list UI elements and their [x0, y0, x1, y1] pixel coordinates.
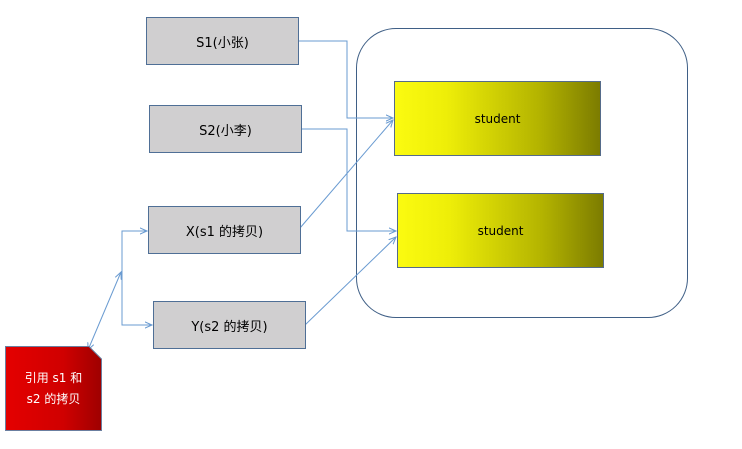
copy-reference-note: 引用 s1 和 s2 的拷贝 [5, 346, 102, 431]
note-to-bracket-connector [88, 272, 121, 350]
s2-reference-label: S2(小李) [199, 123, 252, 139]
bracket-to-x-connector [121, 231, 147, 270]
student-object-top: student [394, 81, 601, 156]
student-object-top-label: student [474, 111, 521, 126]
student-object-bottom: student [397, 193, 604, 268]
y-copy-box: Y(s2 的拷贝) [153, 301, 306, 349]
s1-to-student-connector [298, 40, 393, 118]
student-object-bottom-label: student [477, 223, 524, 238]
x-copy-label: X(s1 的拷贝) [185, 224, 264, 240]
s1-reference-box: S1(小张) [146, 17, 299, 65]
y-copy-label: Y(s2 的拷贝) [191, 319, 268, 335]
folded-corner-shape [5, 346, 102, 431]
s2-to-student-connector [301, 128, 396, 231]
note-line-1: 引用 s1 和 [24, 370, 83, 385]
s2-reference-box: S2(小李) [149, 105, 302, 153]
x-copy-box: X(s1 的拷贝) [148, 206, 301, 254]
x-to-student-connector [299, 120, 393, 229]
note-line-2: s2 的拷贝 [26, 391, 81, 406]
y-to-student-connector [304, 237, 396, 326]
heap-container [356, 28, 688, 318]
bracket-to-y-connector [121, 270, 152, 325]
s1-reference-label: S1(小张) [196, 35, 249, 51]
